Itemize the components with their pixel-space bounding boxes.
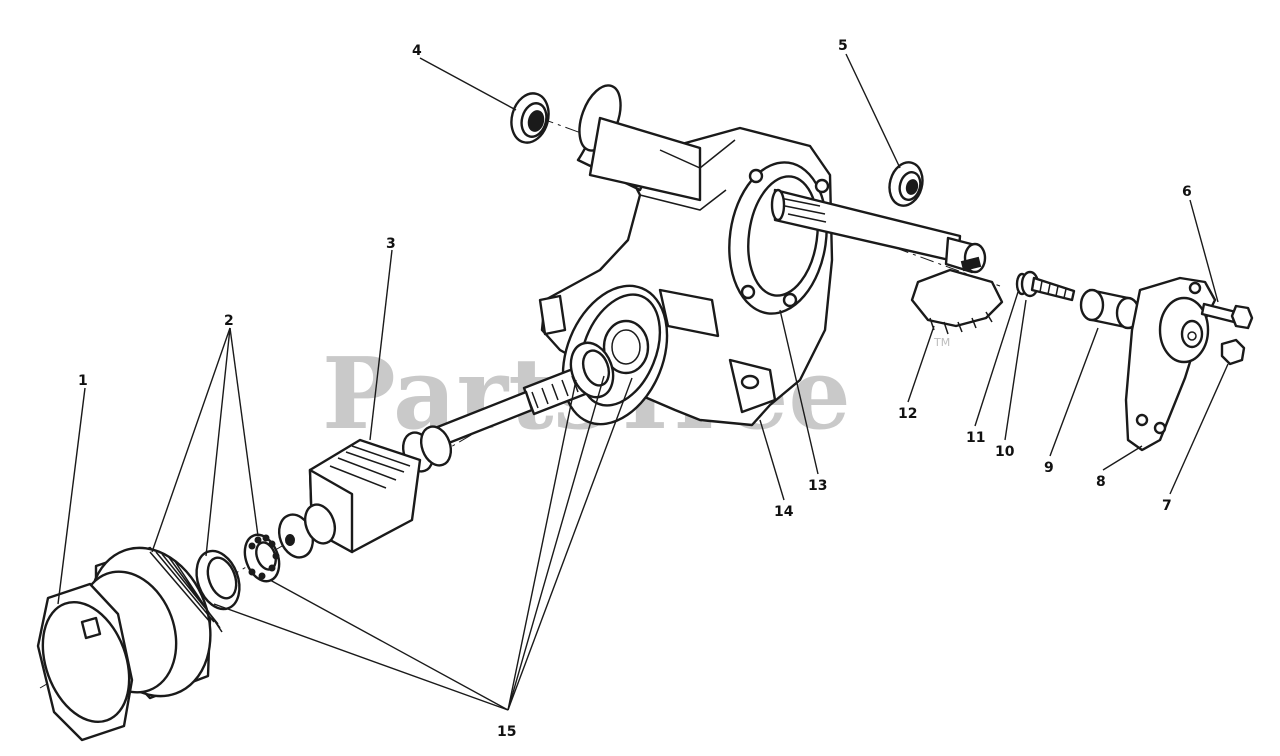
hex-bolt[interactable]	[1200, 302, 1254, 330]
callout-13[interactable]: 13	[808, 478, 827, 494]
callout-4[interactable]: 4	[412, 43, 422, 59]
callout-10[interactable]: 10	[995, 444, 1015, 460]
jam-nut[interactable]	[27, 582, 145, 742]
bearing-race-right[interactable]	[564, 337, 621, 403]
part-callouts: 1 2 3 4 5 6 7 8 9 10 11 12 13 14 15	[78, 38, 1192, 740]
callout-1[interactable]: 1	[78, 373, 88, 389]
main-shaft[interactable]	[770, 188, 987, 274]
oil-seal-left[interactable]	[506, 89, 554, 147]
callout-6[interactable]: 6	[1182, 184, 1192, 200]
watermark-trademark: TM	[933, 336, 950, 349]
callout-3[interactable]: 3	[386, 236, 396, 252]
callout-15[interactable]: 15	[497, 724, 516, 740]
callout-7[interactable]: 7	[1162, 498, 1172, 514]
callout-8[interactable]: 8	[1096, 474, 1106, 490]
leader-lines	[57, 53, 1229, 711]
ball-bearing-cone[interactable]	[239, 530, 285, 586]
adjustment-screw[interactable]	[1020, 270, 1076, 302]
bearing-race-left[interactable]	[189, 545, 247, 615]
callout-11[interactable]: 11	[966, 430, 985, 446]
callout-2[interactable]: 2	[224, 313, 234, 329]
spacer-bushing[interactable]	[1079, 288, 1141, 330]
callout-5[interactable]: 5	[838, 38, 848, 54]
cover-plate[interactable]	[1124, 276, 1217, 452]
callout-14[interactable]: 14	[774, 504, 794, 520]
oil-seal-right[interactable]	[885, 159, 927, 210]
hex-nut[interactable]	[1220, 338, 1246, 366]
callout-12[interactable]: 12	[898, 406, 917, 422]
gear-housing[interactable]	[538, 80, 836, 440]
callout-9[interactable]: 9	[1044, 460, 1054, 476]
worm-shaft[interactable]	[273, 358, 608, 562]
worm-gear-segment[interactable]	[910, 268, 1004, 335]
